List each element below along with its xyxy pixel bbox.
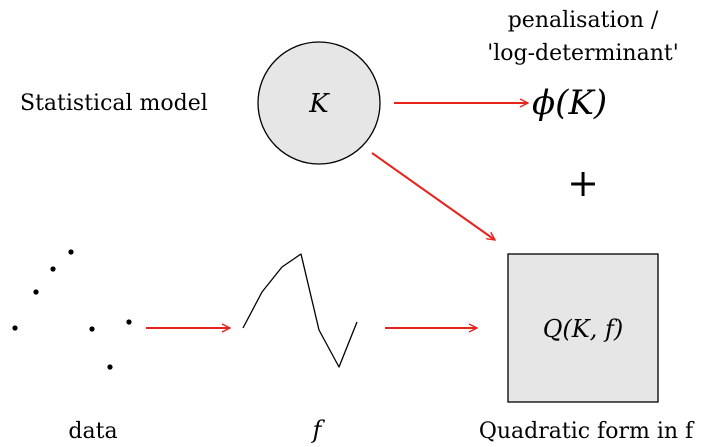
- data-point: [68, 249, 74, 255]
- data-point: [33, 289, 39, 295]
- data-point: [89, 326, 95, 332]
- data-point: [126, 319, 132, 325]
- data-point: [50, 266, 56, 272]
- function-curve: [242, 253, 358, 368]
- penalisation-label-line1: penalisation /: [508, 8, 659, 33]
- quadratic-form-caption: Quadratic form in f: [479, 419, 695, 444]
- quadratic-expression: Q(K, f): [543, 315, 623, 343]
- kernel-symbol: K: [308, 89, 330, 119]
- plus-sign: +: [567, 161, 599, 205]
- arrow-model-to-quadratic: [371, 152, 495, 240]
- penalisation-label-line2: 'log-determinant': [487, 41, 679, 66]
- quadratic-box: [507, 253, 659, 403]
- model-circle: [257, 41, 381, 165]
- data-label: data: [68, 419, 117, 444]
- data-points: [12, 249, 132, 370]
- data-point: [107, 364, 113, 370]
- function-label: f: [311, 416, 326, 444]
- phi-expression: ϕ(K): [532, 83, 607, 123]
- data-point: [12, 325, 18, 331]
- statistical-model-label: Statistical model: [20, 91, 208, 116]
